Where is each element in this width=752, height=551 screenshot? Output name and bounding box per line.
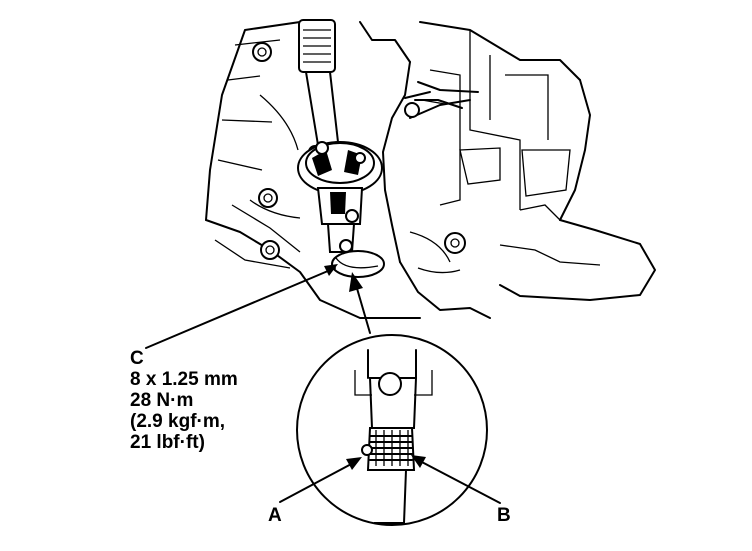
callout-a-label: A (268, 505, 282, 526)
universal-joint (297, 141, 385, 278)
callout-c-torque-lbfft: 21 lbf·ft) (130, 432, 205, 453)
steering-shaft (298, 19, 340, 147)
callout-c-bolt-size: 8 x 1.25 mm (130, 369, 238, 390)
callout-b-label: B (497, 505, 511, 526)
callout-c-letter: C (130, 348, 144, 369)
callout-c-label: C 8 x 1.25 mm 28 N·m (2.9 kgf·m, 21 lbf·… (130, 348, 238, 453)
callout-c-torque-nm: 28 N·m (130, 390, 194, 411)
engine-bay-outline (205, 21, 656, 319)
callout-c-torque-kgfm: (2.9 kgf·m, (130, 411, 226, 432)
detail-view (296, 334, 488, 526)
callout-leaders (145, 264, 501, 504)
